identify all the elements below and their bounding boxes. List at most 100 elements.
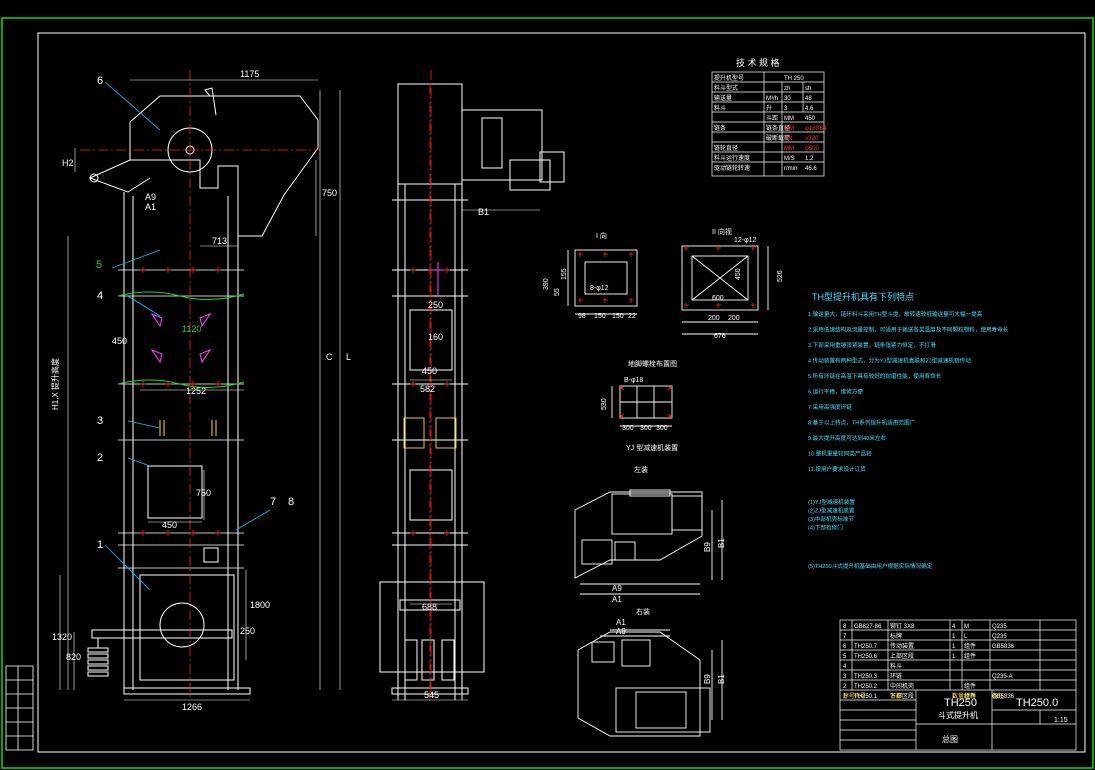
inlet-dim-55: 55 [554,288,561,296]
drive-motor [461,109,543,181]
dim-582-side: 582 [420,384,435,394]
bom-cell: TH250.6 [854,654,878,660]
bom-cell: GB827-86 [854,624,882,630]
dim-1252: 1252 [186,386,206,396]
inlet-dim-150b: 150 [612,313,624,320]
dim-250: 250 [240,626,255,636]
discharge-chute [88,159,151,193]
spec-cell: 链轮直径 [714,144,738,152]
right-install-title: 右装 [636,607,650,616]
dim-b1-side: B1 [478,207,489,217]
spec-cell: sh [805,86,811,92]
section-anchor [611,385,673,427]
feature-notes: (1)YJ型减速机装置(2)ZJ型减速机装置(3)中部机壳标准节(4)下部检修门 [808,498,855,532]
outer-frame [1,17,1094,769]
bom-cell: 组件 [964,692,976,700]
dim-713: 713 [212,236,227,246]
outlet-dim-450: 450 [735,268,742,280]
feature-note: (2)ZJ型减速机装置 [808,507,855,515]
spec-cell: 升 [766,104,772,112]
bom-cell: 1 [952,654,956,660]
outlet-dim-200a: 200 [708,315,720,322]
left-dim-a1: A1 [612,595,622,604]
bom-cell: Q235 [992,624,1007,630]
bom-cell: Q235 [992,634,1007,640]
anchor-dim-holes: B-φ18 [624,377,643,384]
spec-cell: MM [784,146,794,152]
bom-header-cell: 备注 [992,692,1004,700]
spec-cell: TH 250 [784,76,804,82]
dim-450-side: 450 [422,366,437,376]
callout-3: 3 [97,415,103,427]
spec-cell: 斗距 [766,115,778,122]
bom-cell: 组件 [964,682,976,690]
dim-h2: H2 [62,158,74,168]
bom-cell: 1 [952,694,956,700]
right-dim-b9: B9 [703,674,712,684]
anchor-title: 地脚螺栓布置图 [628,359,677,368]
bom-cell: 1 [843,694,847,700]
spec-cell: 驱动链轮转速 [714,164,750,172]
right-dim-a1: A1 [616,618,626,627]
bom-cell: 标牌 [890,632,902,640]
bom-cell: 3 [843,674,847,680]
callout-6: 6 [97,75,103,87]
title-sub: 斗式提升机 [938,710,978,720]
yj-title: YJ 型减速机装置 [626,443,678,452]
spec-cell: zh [784,86,790,92]
dim-1800: 1800 [250,600,270,610]
bom-header-cell: 材料 [964,692,976,700]
outlet-dim-676: 676 [714,333,726,340]
bom-header-cell: 代号 [854,692,866,700]
bom-cell: TH250.3 [854,674,878,680]
spec-cell: KN [784,136,792,142]
spec-cell: 46.6 [805,166,817,172]
dim-545-side: 545 [424,690,439,700]
feature-note: (3)中部机壳标准节 [808,515,854,523]
spec-cell: φ18X64 [805,126,827,132]
feature-note: (1)YJ型减速机装置 [808,498,855,506]
left-dim-b9: B9 [703,542,712,552]
dim-l: L [346,352,351,362]
dim-750-mid: 750 [196,488,211,498]
feature-item: 11.按用户要求设计订货 [808,465,866,473]
tech-spec-title: 技 术 规 格 [736,57,780,68]
bom-cell: 铆钉 3X8 [890,622,915,630]
spec-cell: ≥320 [805,136,819,142]
anchor-dim-300b: 300 [640,425,652,432]
spec-cell: 破断载荷 [766,134,790,142]
left-dim-a9: A9 [612,584,622,593]
bom-cell: 4 [843,664,847,670]
bom-cell: TH250.2 [854,684,878,690]
feature-item: 3.下部采用重锤张紧装置，链条张紧力恒定，不打滑 [808,341,936,349]
outlet-title: II 向视 [712,227,732,236]
plan-left-install [574,489,723,595]
revision-block [5,665,34,751]
inlet-dim-155: 155 [561,268,568,280]
dim-450: 450 [112,336,127,346]
callout-8: 8 [288,496,294,508]
left-dim-b1: B1 [717,538,726,548]
spec-cell: 30 [784,96,791,102]
feature-note: (4)下部检修门 [808,524,843,532]
title-name: TH250 [944,697,977,709]
spec-cell: 链条直径 [766,124,790,132]
features-title: TH型提升机具有下列特点 [812,291,914,302]
bom-cell: L [964,634,968,640]
dim-c: C [326,352,333,362]
section-inlet [567,249,638,315]
spec-cell: M³/h [766,96,778,102]
dim-1120: 1120 [182,324,201,334]
dim-750-right: 750 [322,188,337,198]
spec-cell: 1.2 [805,156,814,162]
bom-cell: 传动装置 [890,642,914,650]
section-outlet [681,245,769,335]
dim-1320: 1320 [52,632,72,642]
spec-cell: 450 [805,116,816,122]
bom-cell: 7 [843,634,847,640]
features-footnote: (5)TH250斗式提升机基础由用户根据实际情况确定 [808,562,933,570]
spec-cell: MM [784,126,794,132]
